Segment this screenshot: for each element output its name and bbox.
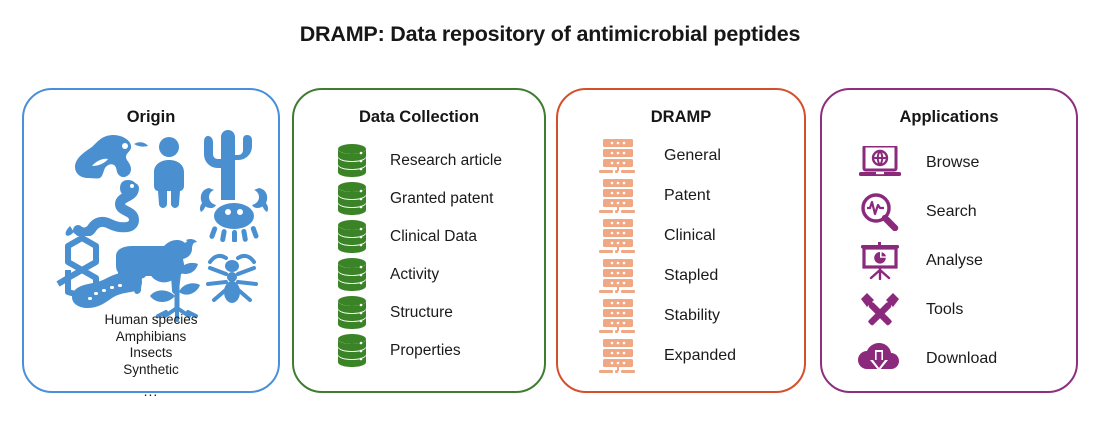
laptop-globe-icon: [852, 145, 908, 180]
list-item[interactable]: General: [590, 136, 836, 176]
list-item-label: Research article: [390, 152, 502, 169]
person-icon: [154, 137, 184, 208]
list-item-label: Stapled: [664, 267, 719, 284]
plant-icon: [150, 262, 200, 322]
panels-container: Origin: [0, 88, 1100, 399]
cactus-icon: [204, 130, 252, 200]
origin-list-item: Human species: [104, 312, 198, 327]
list-item[interactable]: Browse: [852, 138, 1100, 187]
list-item-label: Granted patent: [390, 190, 494, 207]
list-item[interactable]: Expanded: [590, 336, 836, 376]
server-rack-icon: [590, 139, 646, 173]
list-item-label: General: [664, 147, 721, 164]
database-icon: [324, 334, 380, 368]
list-item[interactable]: Granted patent: [324, 180, 574, 218]
list-item-label: Analyse: [926, 251, 983, 269]
origin-source-list: Human species Amphibians Insects Synthet…: [24, 312, 278, 400]
presentation-pie-chart-icon: [852, 241, 908, 280]
list-item-label: Download: [926, 349, 998, 367]
server-rack-icon: [590, 339, 646, 373]
list-item[interactable]: Search: [852, 187, 1100, 236]
list-item-label: Browse: [926, 153, 980, 171]
list-item[interactable]: Patent: [590, 176, 836, 216]
list-item-label: Expanded: [664, 347, 737, 364]
origin-list-item: Insects: [129, 345, 173, 360]
data-collection-list: Research article: [294, 142, 574, 370]
list-item-label: Properties: [390, 342, 461, 359]
applications-list: Browse Search: [822, 138, 1100, 383]
list-item-label: Tools: [926, 300, 964, 318]
dramp-list: General: [558, 136, 836, 376]
crab-icon: [199, 188, 269, 242]
list-item[interactable]: Tools: [852, 285, 1100, 334]
list-item-label: Clinical: [664, 227, 716, 244]
ant-icon: [206, 253, 258, 303]
list-item-label: Patent: [664, 187, 711, 204]
panel-origin-title: Origin: [126, 108, 176, 126]
panel-origin: Origin: [22, 88, 280, 399]
list-item[interactable]: Properties: [324, 332, 574, 370]
caterpillar-icon: [72, 272, 146, 308]
server-rack-icon: [590, 299, 646, 333]
panel-dramp: DRAMP: [556, 88, 806, 393]
database-icon: [324, 182, 380, 216]
list-item-label: Clinical Data: [390, 228, 478, 245]
list-item-label: Stability: [664, 307, 721, 324]
list-item[interactable]: Stability: [590, 296, 836, 336]
origin-icon-cluster: [24, 130, 278, 322]
list-item[interactable]: Download: [852, 334, 1100, 383]
cloud-download-icon: [852, 342, 908, 376]
magnifier-waveform-icon: [852, 192, 908, 231]
database-icon: [324, 144, 380, 178]
list-item[interactable]: Analyse: [852, 236, 1100, 285]
panel-applications-title: Applications: [899, 108, 999, 126]
list-item[interactable]: Structure: [324, 294, 574, 332]
panel-data-collection-title: Data Collection: [358, 108, 480, 126]
list-item[interactable]: Clinical: [590, 216, 836, 256]
database-icon: [324, 220, 380, 254]
snake-icon: [65, 180, 140, 236]
list-item-label: Structure: [390, 304, 453, 321]
server-rack-icon: [590, 259, 646, 293]
database-icon: [324, 296, 380, 330]
list-item[interactable]: Clinical Data: [324, 218, 574, 256]
server-rack-icon: [590, 179, 646, 213]
list-item[interactable]: Stapled: [590, 256, 836, 296]
list-item-label: Search: [926, 202, 977, 220]
database-icon: [324, 258, 380, 292]
list-item[interactable]: Activity: [324, 256, 574, 294]
page-title: DRAMP: Data repository of antimicrobial …: [299, 22, 801, 46]
crossed-hammers-icon: [852, 291, 908, 329]
list-item-label: Activity: [390, 266, 440, 283]
origin-list-item: Synthetic: [123, 361, 179, 377]
origin-list-ellipsis: ...: [143, 383, 159, 399]
origin-list-item: Amphibians: [115, 328, 187, 344]
server-rack-icon: [590, 219, 646, 253]
list-item[interactable]: Research article: [324, 142, 574, 180]
frog-icon: [75, 134, 148, 179]
panel-data-collection: Data Collection: [292, 88, 546, 393]
panel-dramp-title: DRAMP: [650, 108, 712, 126]
panel-applications: Applications Browse: [820, 88, 1078, 393]
